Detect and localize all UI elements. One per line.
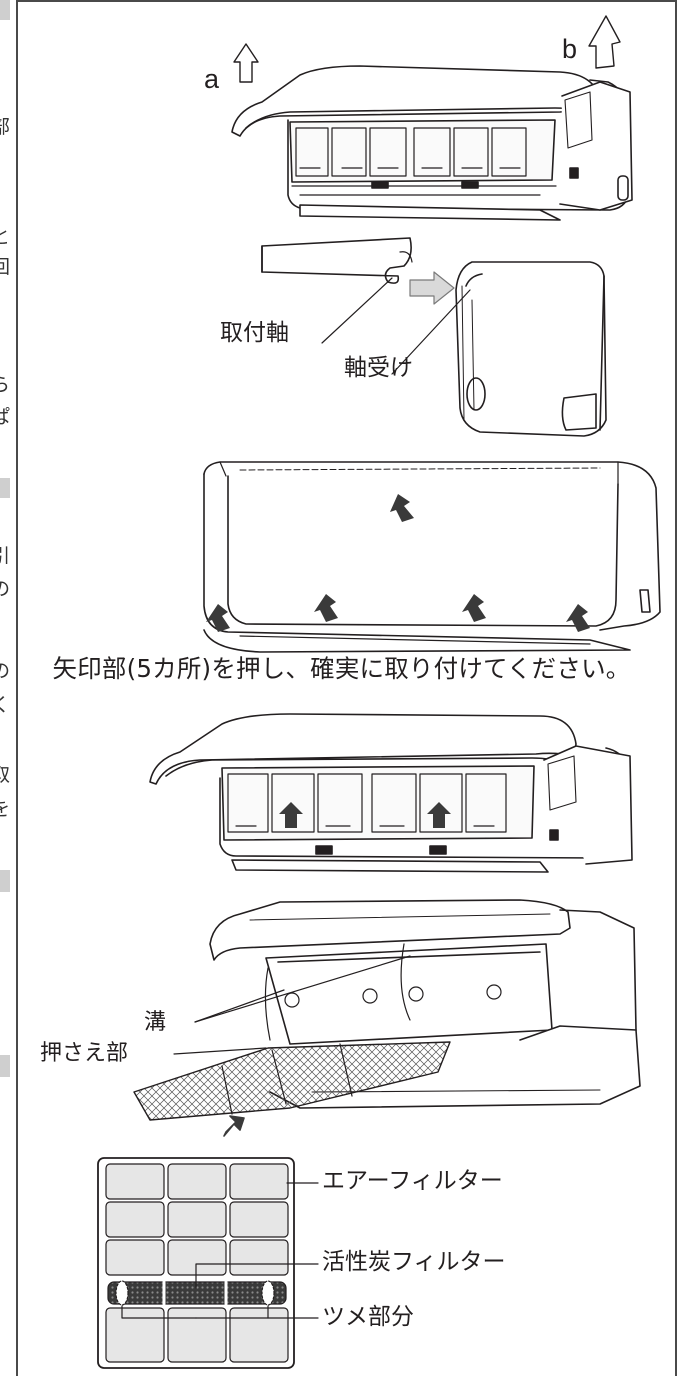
carbon-filter-strip xyxy=(107,1281,287,1305)
cut-char: ら xyxy=(0,374,11,396)
section-tab-1 xyxy=(0,0,10,20)
fig5-filter-removal xyxy=(133,899,641,1137)
cut-char: の xyxy=(0,660,11,682)
fig4-unit-filters-up xyxy=(149,713,633,873)
section-tab-3 xyxy=(0,870,10,892)
fig1-unit-open-panel xyxy=(231,15,633,221)
bearing-label: 軸受け xyxy=(344,355,413,381)
cut-char: 回 xyxy=(0,256,11,278)
cut-char: 。 xyxy=(0,618,10,637)
cut-char: 取 xyxy=(0,764,11,786)
cut-char: ぱ xyxy=(0,406,11,428)
carbon-filter-label: 活性炭フィルター xyxy=(322,1249,506,1275)
mount-shaft-label: 取付軸 xyxy=(220,320,289,346)
filter-up-arrows xyxy=(279,802,451,828)
manual-figure-frame xyxy=(16,0,677,1376)
arrow-label-a: a xyxy=(204,64,220,94)
cut-char: の xyxy=(0,578,11,600)
cut-char: く xyxy=(0,694,11,716)
groove-label: 溝 xyxy=(144,1010,167,1035)
push-arrows xyxy=(206,494,590,632)
holder-label: 押さえ部 xyxy=(40,1041,129,1066)
cut-char: 部 xyxy=(0,116,11,138)
arrow-label-b: b xyxy=(562,34,578,64)
fig2-mount-shaft-bearing xyxy=(261,237,607,437)
cut-char: 引 xyxy=(0,545,11,567)
cut-char: を xyxy=(0,798,11,820)
claw-label: ツメ部分 xyxy=(322,1304,414,1330)
cut-char: と xyxy=(0,226,11,248)
left-column-edge: 部 と 回 ら ぱ 引 の 。 の く 取 を xyxy=(0,0,12,1376)
push-instruction-caption: 矢印部(5カ所)を押し、確実に取り付けてください。 xyxy=(52,654,631,683)
section-tab-4 xyxy=(0,1055,10,1077)
section-tab-2 xyxy=(0,478,10,498)
fig6-filter-diagram xyxy=(97,1157,319,1369)
fig3-unit-closed-panel xyxy=(203,461,661,653)
air-filter-label: エアーフィルター xyxy=(322,1168,503,1194)
